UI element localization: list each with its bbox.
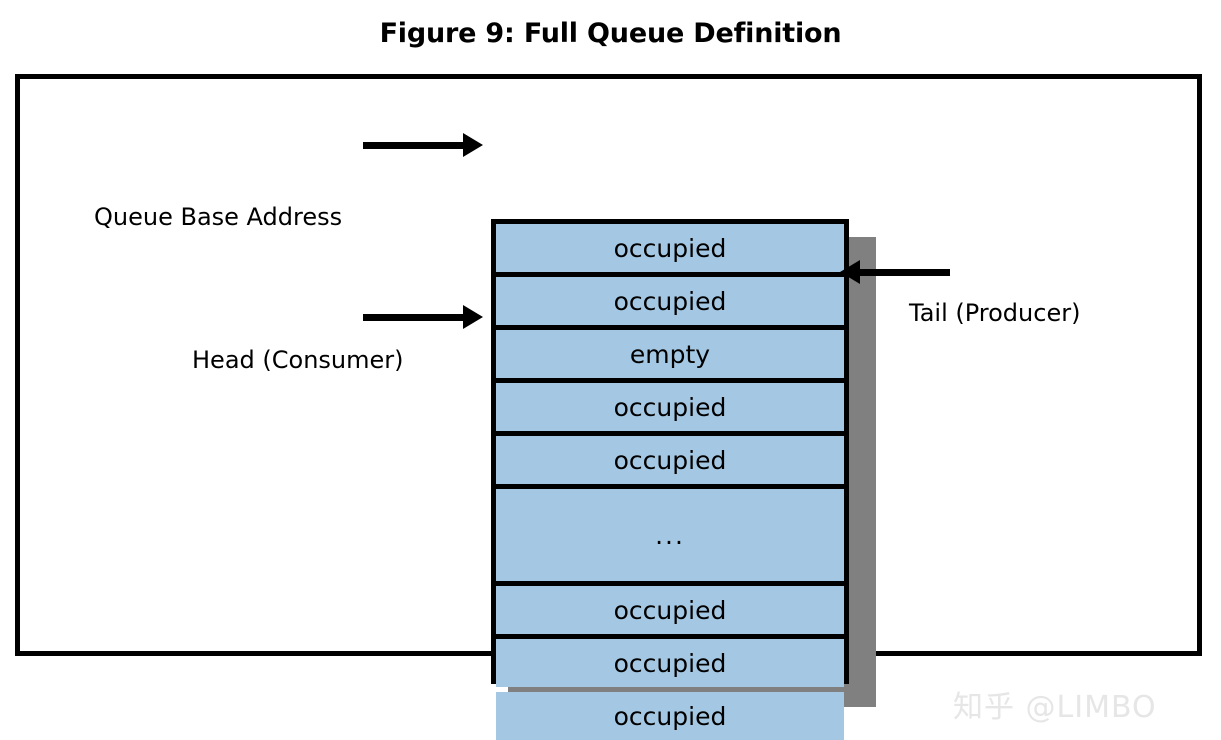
queue-cell: occupied bbox=[496, 586, 844, 634]
watermark: 知乎 @LIMBO bbox=[953, 690, 1157, 725]
queue-cell: occupied bbox=[496, 383, 844, 431]
label-tail-producer: Tail (Producer) bbox=[909, 299, 1081, 327]
queue-cell-label: occupied bbox=[613, 233, 727, 263]
label-head-consumer: Head (Consumer) bbox=[192, 346, 404, 374]
queue-cell-label: occupied bbox=[613, 392, 727, 422]
head-arrow-line bbox=[363, 314, 466, 321]
queue-base-address-arrow-line bbox=[363, 142, 466, 149]
queue-cell: occupied bbox=[496, 277, 844, 325]
queue-cell: ... bbox=[496, 489, 844, 581]
label-queue-base-address: Queue Base Address bbox=[94, 203, 343, 231]
queue-cell-label: occupied bbox=[613, 286, 727, 316]
queue-box: occupied occupied empty occupied occupied...… bbox=[491, 219, 849, 740]
queue-cell-label: ... bbox=[655, 520, 685, 550]
queue-base-address-arrow-head-icon bbox=[463, 133, 483, 157]
tail-arrow-line bbox=[860, 269, 950, 276]
queue-cell-label: empty bbox=[629, 339, 711, 369]
queue-cell: occupied bbox=[496, 692, 844, 740]
queue-cell: occupied bbox=[496, 436, 844, 484]
tail-arrow-head-icon bbox=[840, 260, 860, 284]
head-arrow-head-icon bbox=[463, 305, 483, 329]
queue-cell-label: occupied bbox=[613, 701, 727, 731]
queue-cell-label: occupied bbox=[613, 648, 727, 678]
queue-cell-label: occupied bbox=[613, 595, 727, 625]
page-title: Figure 9: Full Queue Definition bbox=[379, 18, 842, 49]
queue-cell-label: occupied bbox=[613, 445, 727, 475]
queue-cell: empty bbox=[496, 330, 844, 378]
queue-cell: occupied bbox=[496, 224, 844, 272]
figure-frame: occupied occupied empty occupied occupied...… bbox=[15, 74, 1202, 740]
queue-cell: occupied bbox=[496, 639, 844, 687]
